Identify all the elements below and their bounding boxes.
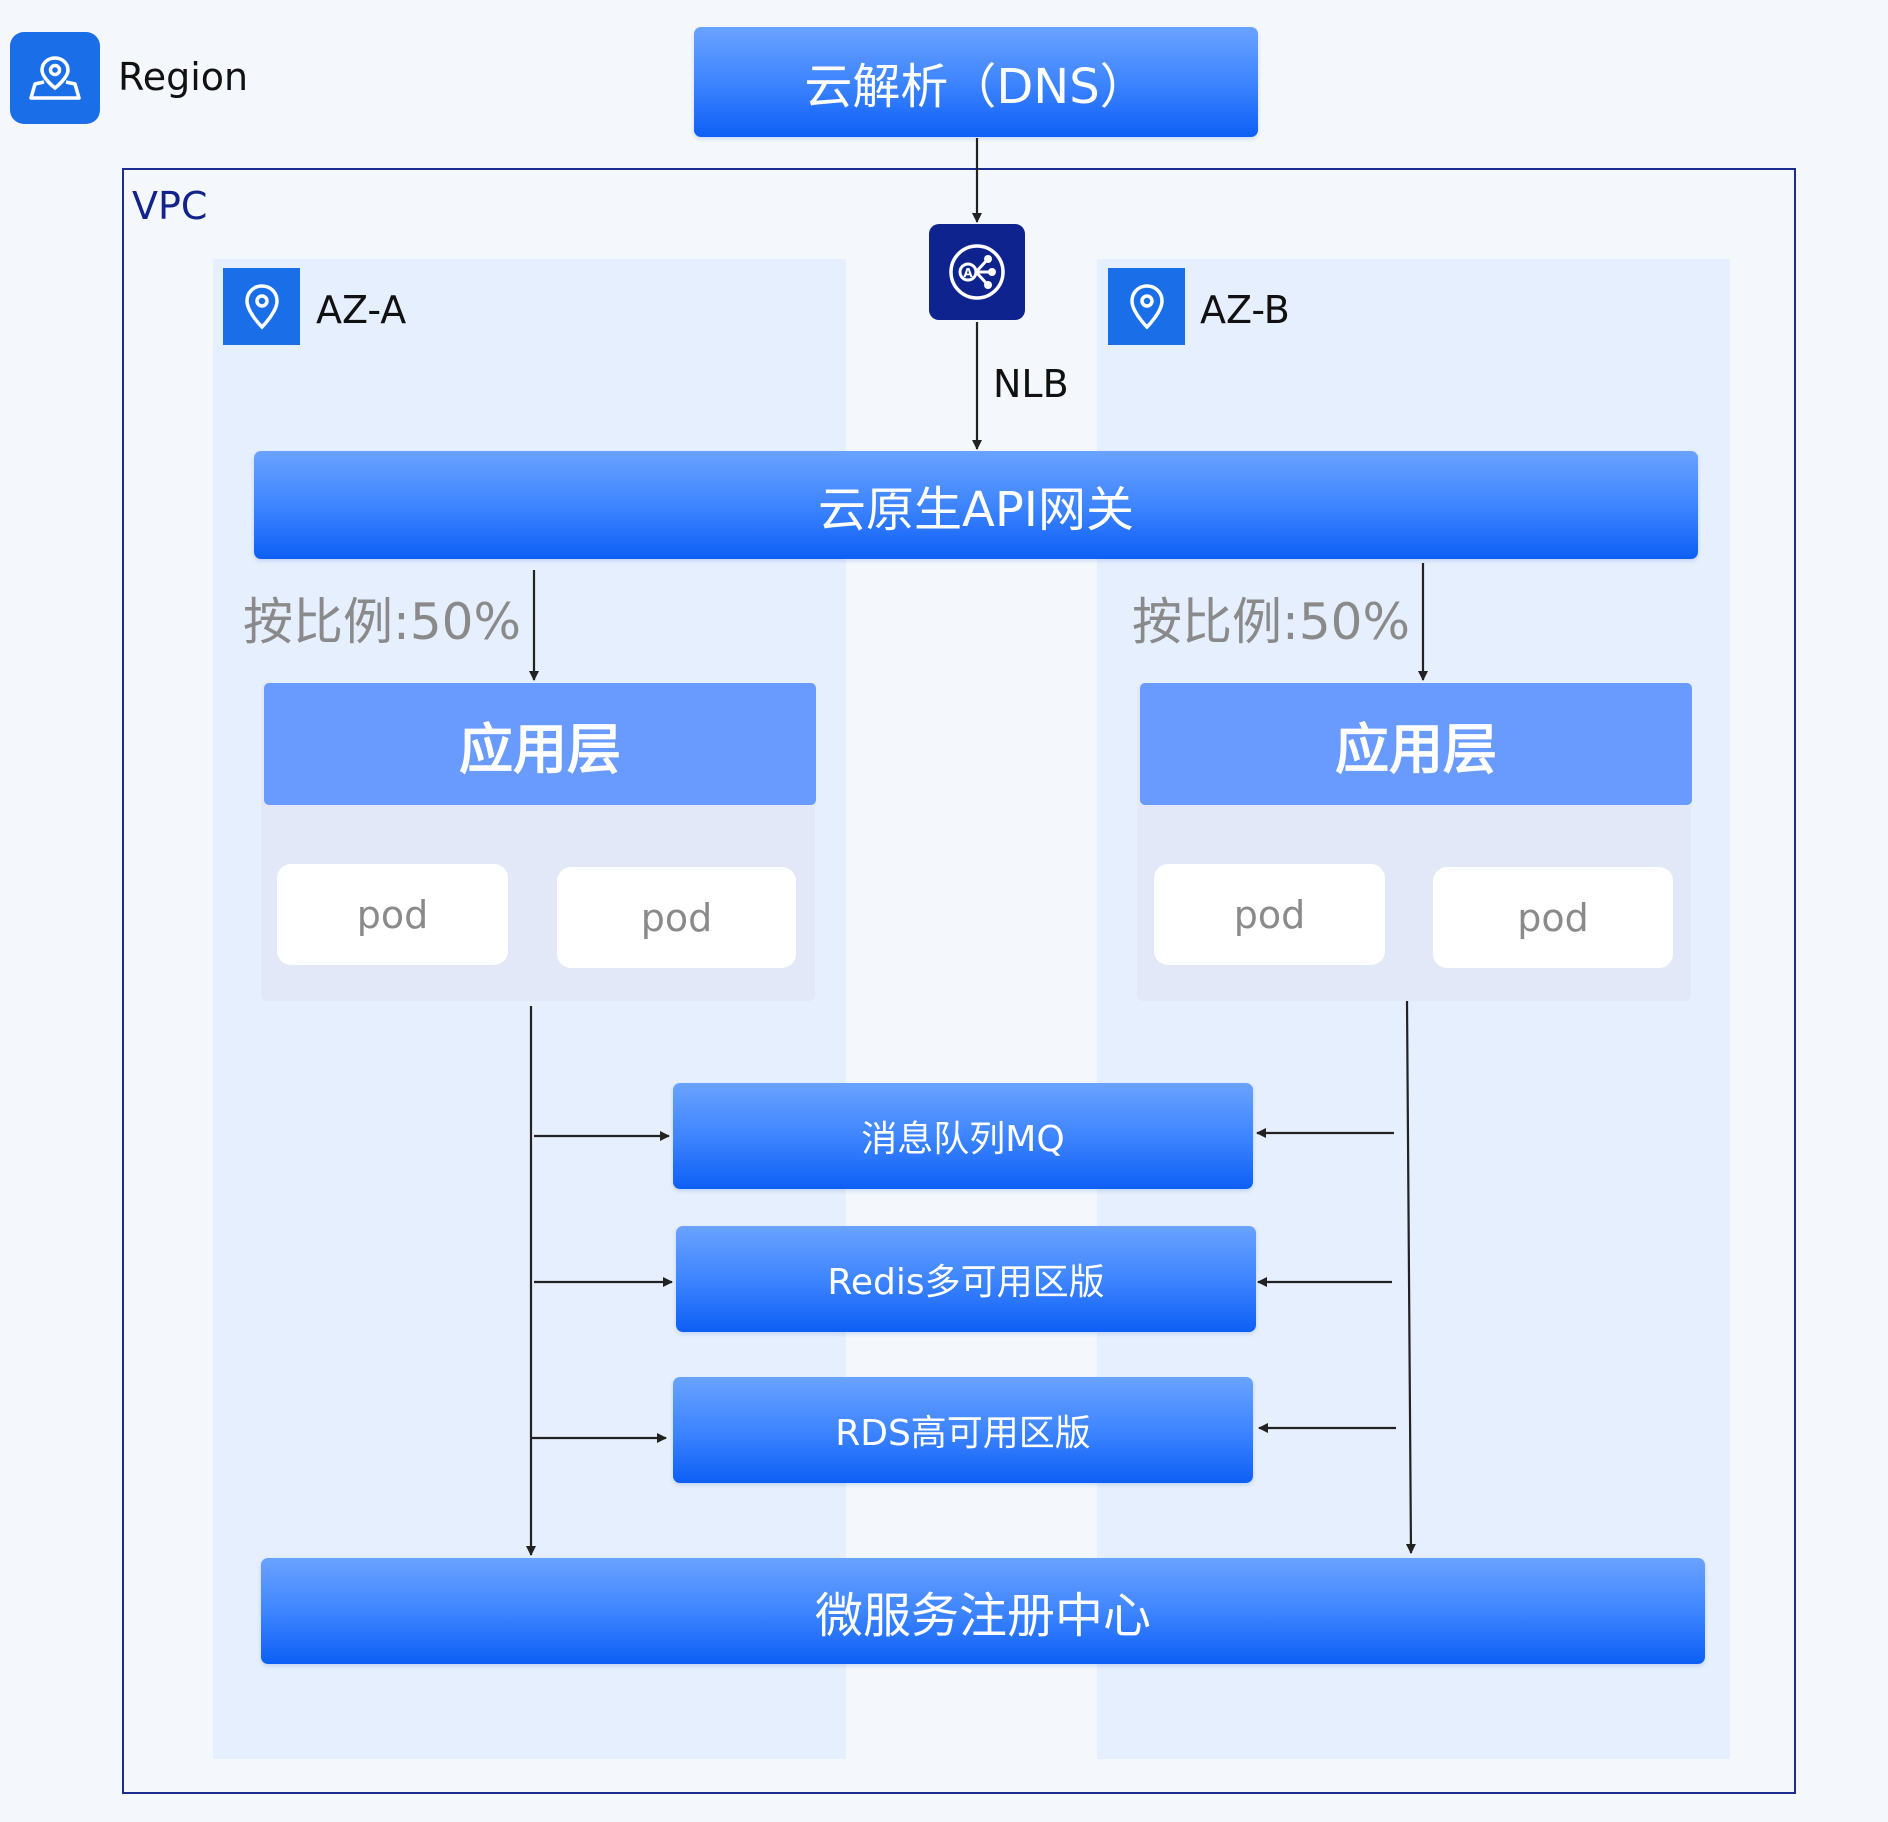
svg-text:A: A (963, 266, 973, 280)
az-b-app-layer-header: 应用层 (1140, 683, 1692, 805)
az-a-label: AZ-A (316, 288, 407, 332)
location-pin-icon (1108, 268, 1185, 345)
redis-box: Redis多可用区版 (676, 1226, 1256, 1332)
az-b-pod-1: pod (1154, 864, 1385, 965)
service-registry-box: 微服务注册中心 (261, 1558, 1705, 1664)
az-b-ratio-label: 按比例:50% (1132, 593, 1410, 651)
rds-box: RDS高可用区版 (673, 1377, 1253, 1483)
az-a-pod-1: pod (277, 864, 508, 965)
az-a-app-layer-header: 应用层 (264, 683, 816, 805)
vpc-label: VPC (132, 184, 208, 228)
region-label: Region (118, 55, 249, 99)
az-b-label: AZ-B (1200, 288, 1290, 332)
az-a-pod-2: pod (557, 867, 796, 968)
message-queue-box: 消息队列MQ (673, 1083, 1253, 1189)
dns-box: 云解析（DNS） (694, 27, 1258, 137)
az-b-to-registry-arrow (1405, 1000, 1416, 1554)
region-map-icon (10, 32, 100, 124)
nlb-label: NLB (993, 362, 1069, 406)
az-b-pod-2: pod (1433, 867, 1673, 968)
az-a-ratio-label: 按比例:50% (243, 593, 521, 651)
api-gateway-box: 云原生API网关 (254, 451, 1698, 559)
location-pin-icon (223, 268, 300, 345)
load-balancer-icon: A (929, 224, 1025, 320)
